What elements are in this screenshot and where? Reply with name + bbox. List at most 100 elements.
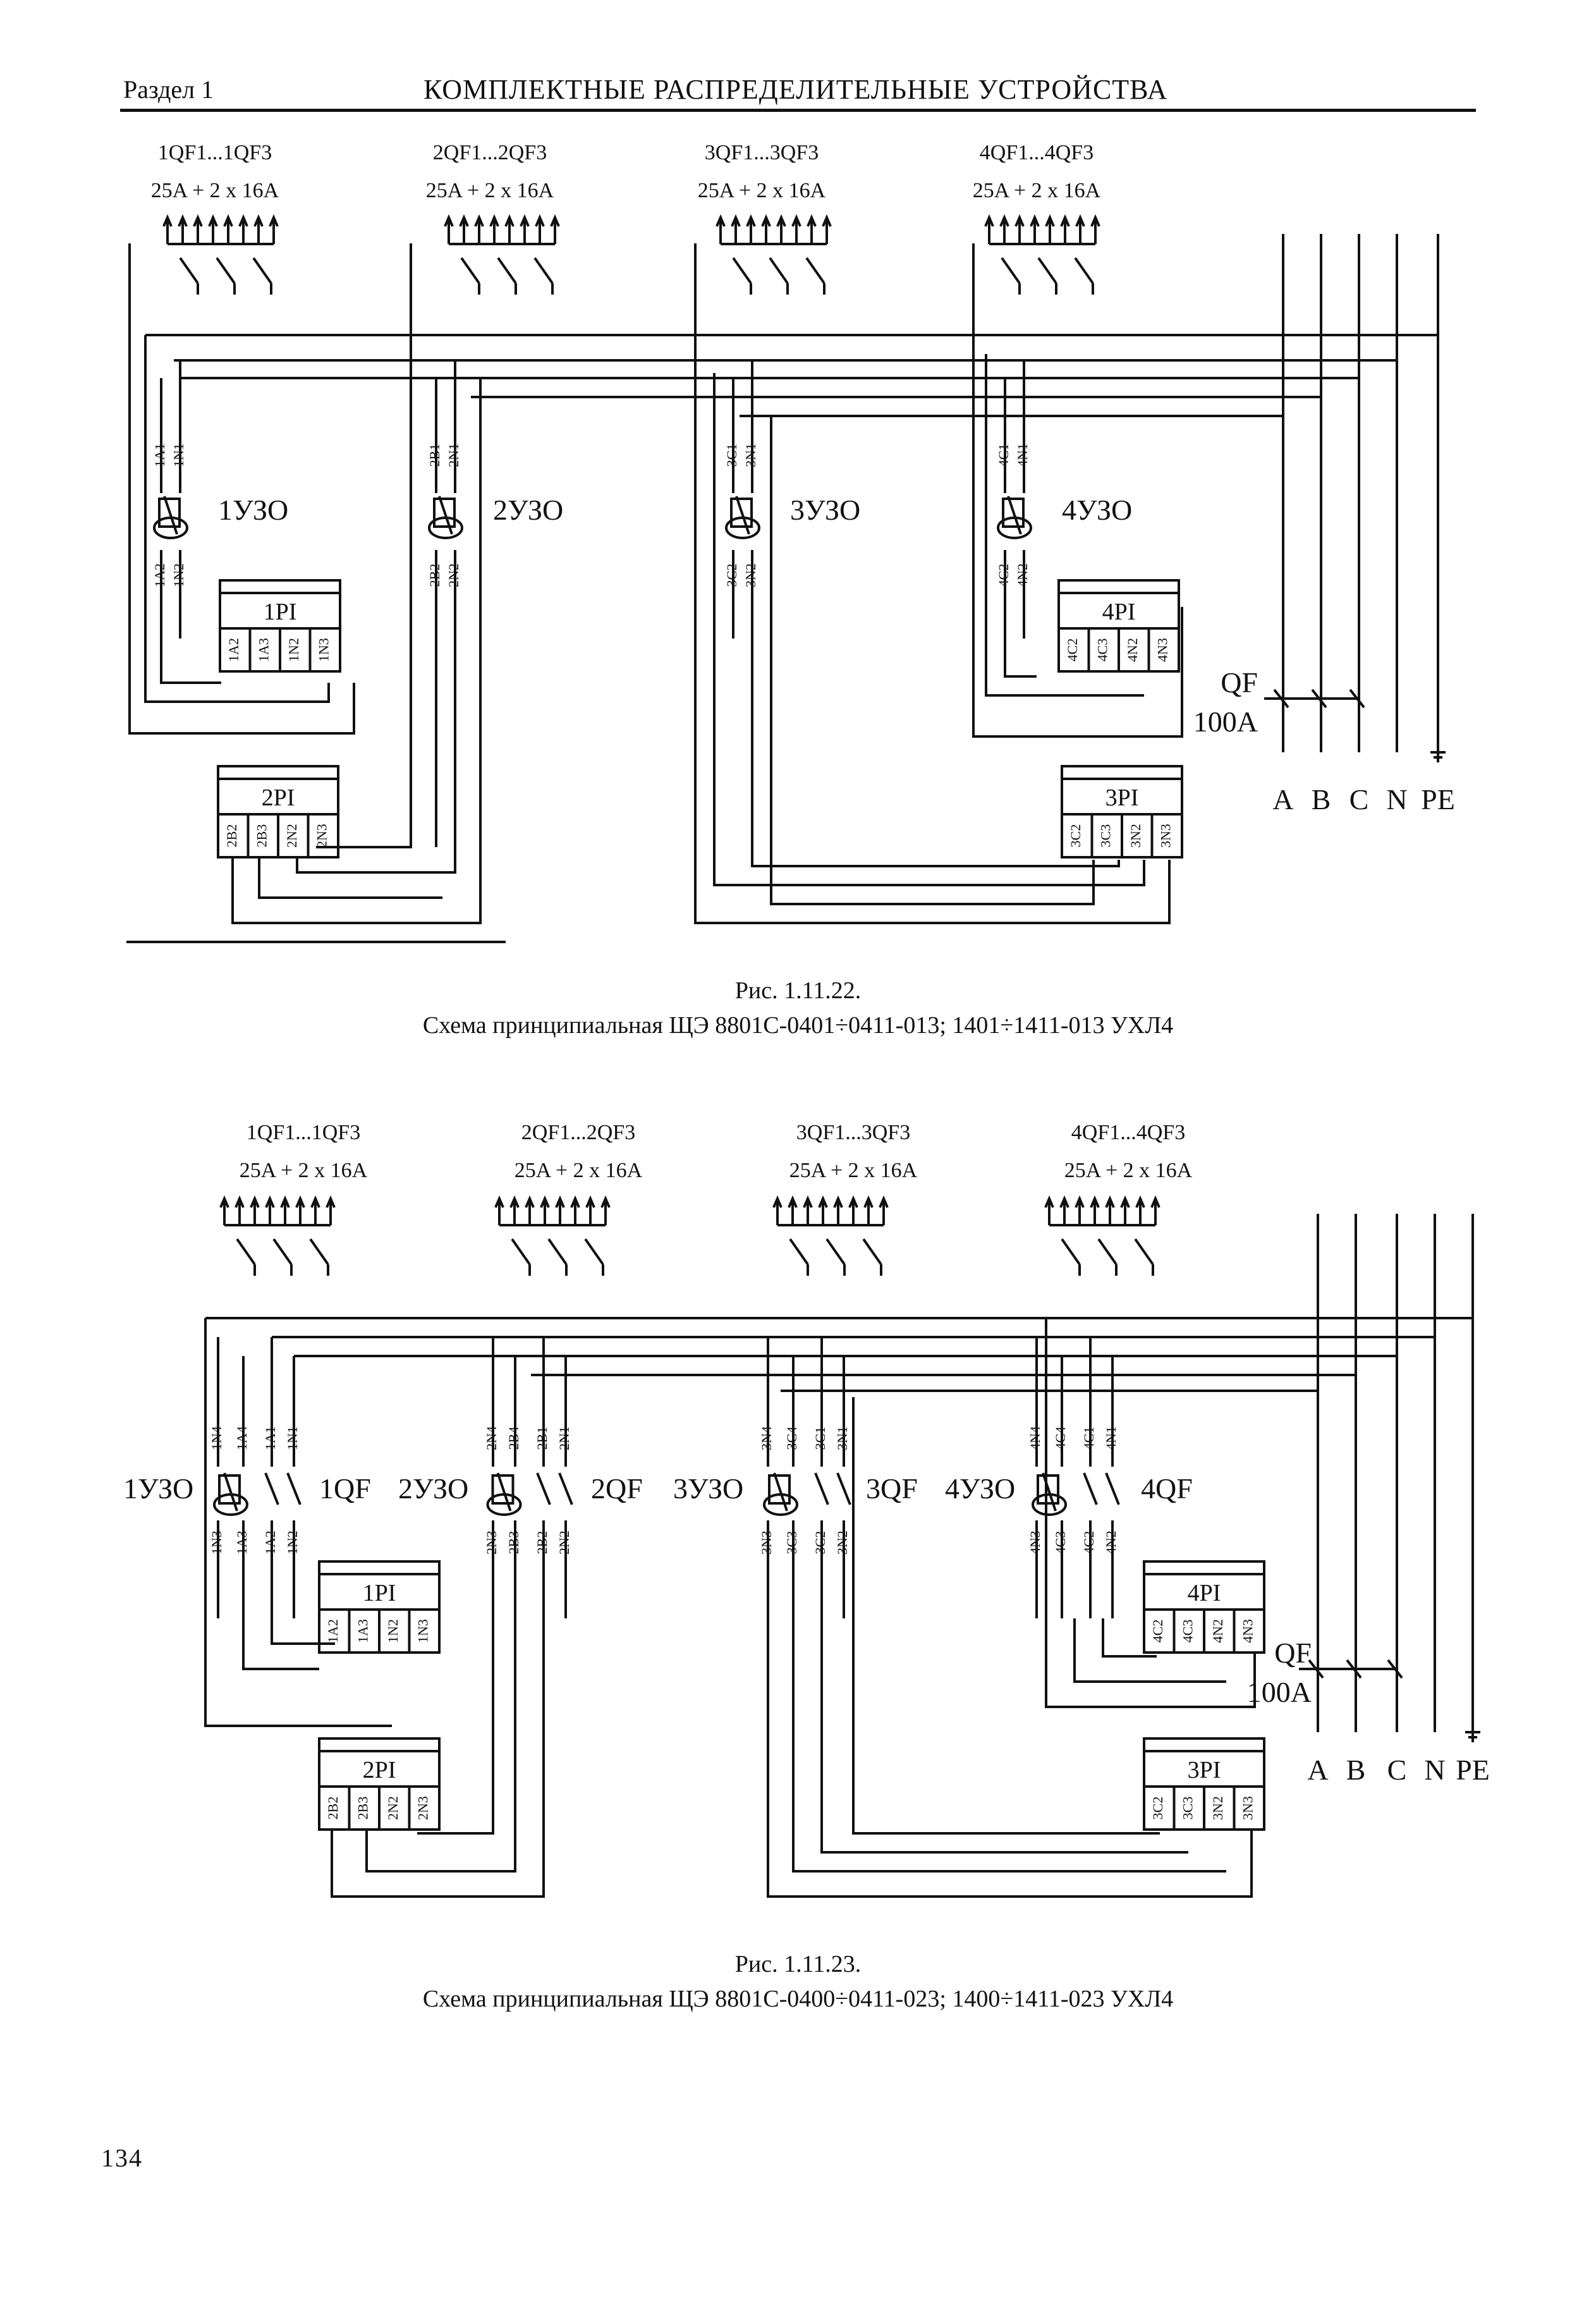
- arrow-up-icon: [1090, 214, 1100, 227]
- main-breaker-rating: 100A: [1193, 706, 1258, 738]
- wire-label: 2B1: [534, 1427, 550, 1450]
- wire-label: 4C3: [1052, 1531, 1068, 1555]
- arrow-up-icon: [776, 214, 786, 227]
- pi-top-strip: [318, 1560, 441, 1575]
- qf-contact: [836, 1472, 851, 1505]
- pi-label: 3PI: [1106, 785, 1139, 811]
- arrow-up-icon: [474, 214, 484, 227]
- rcd-contact: [496, 1472, 512, 1512]
- wire-label: 3C2: [724, 564, 740, 587]
- rcd-icon: [725, 496, 760, 539]
- rcd-body: [158, 498, 181, 528]
- pi-label: 2PI: [363, 1757, 396, 1783]
- rcd-icon: [428, 496, 463, 539]
- pi-terminal-label: 3N2: [1128, 824, 1143, 848]
- arrow-up-icon: [269, 214, 279, 227]
- wire-label: 3N1: [834, 1426, 850, 1450]
- wire-label: 1A2: [152, 563, 168, 587]
- pi-terminal-label: 2N3: [314, 824, 329, 848]
- rcd-label: 4УЗО: [1062, 494, 1132, 526]
- switch-contact: [511, 1238, 531, 1266]
- wire-label: 2N1: [556, 1426, 572, 1450]
- pi-terminal-label: 1A3: [355, 1619, 370, 1643]
- wire-label: 4C2: [996, 564, 1011, 587]
- pi-terminal-label: 4N3: [1154, 638, 1170, 662]
- rcd-icon: [763, 1472, 798, 1516]
- switch-contact: [789, 1238, 809, 1266]
- group-breakers-label: 2QF1...2QF3: [521, 1121, 635, 1144]
- breaker-group-3: [716, 214, 832, 295]
- wire-label: 1N2: [171, 563, 186, 587]
- qf-label: 3QF: [866, 1472, 918, 1505]
- loop-wire: [767, 1618, 1253, 1898]
- loop-wire: [985, 354, 1144, 697]
- arrow-up-icon: [540, 1195, 550, 1208]
- arrow-up-icon: [585, 1195, 595, 1208]
- arrow-up-icon: [1045, 214, 1055, 227]
- arrow-up-icon: [879, 1195, 889, 1208]
- pi-label: 2PI: [262, 785, 295, 811]
- wire-label: 4C1: [996, 444, 1011, 467]
- pi-label: 4PI: [1102, 599, 1136, 625]
- rcd-contact: [773, 1472, 788, 1512]
- wire-label: 2B2: [427, 564, 442, 587]
- pi-terminal-label: 1A2: [325, 1619, 341, 1643]
- wire-label: 4N1: [1014, 443, 1030, 467]
- rcd-label: 3УЗО: [673, 1472, 743, 1505]
- loop-wire: [820, 1618, 1188, 1854]
- wire-label: 3C1: [724, 444, 740, 467]
- arrow-up-icon: [1150, 1195, 1160, 1208]
- pi-terminal-label: 4C3: [1094, 639, 1110, 662]
- switch-contact: [272, 1238, 293, 1266]
- figure-2-caption-text: Схема принципиальная ЩЭ 8801С-0400÷0411-…: [422, 1986, 1174, 2012]
- loop-wire: [770, 417, 1095, 905]
- loop-wire: [160, 639, 221, 684]
- loop-wire: [852, 1397, 1160, 1835]
- qf-contact: [814, 1472, 829, 1505]
- arrow-up-icon: [761, 214, 771, 227]
- loop-wire: [365, 1618, 516, 1873]
- bus-label-n: N: [1424, 1754, 1445, 1786]
- loop-wire: [204, 1318, 392, 1727]
- wire-label: 1A2: [262, 1531, 278, 1555]
- group-breakers-label: 3QF1...3QF3: [796, 1121, 910, 1144]
- arrow-up-icon: [1030, 214, 1040, 227]
- bus-label-c: C: [1349, 783, 1369, 816]
- wire-label: 4N3: [1027, 1531, 1043, 1555]
- group-rating-label: 25A + 2 x 16A: [973, 179, 1101, 202]
- pi-terminal-label: 2N3: [415, 1796, 430, 1820]
- main-breaker-label: QF: [1274, 1637, 1312, 1669]
- pi-terminal: [307, 813, 339, 859]
- arrow-up-icon: [238, 214, 248, 227]
- group-rating-label: 25A + 2 x 16A: [151, 179, 279, 202]
- rcd-label: 2УЗО: [398, 1472, 468, 1505]
- group-rating-label: 25A + 2 x 16A: [240, 1159, 368, 1182]
- group-rating-label: 25A + 2 x 16A: [698, 179, 826, 202]
- wire-label: 4C1: [1081, 1427, 1097, 1450]
- rcd-label: 4УЗО: [945, 1472, 1015, 1505]
- figure-2-caption-number: Рис. 1.11.23.: [734, 1951, 862, 1977]
- switch-contact: [732, 257, 752, 284]
- wire-label: 1N2: [284, 1531, 300, 1555]
- pi-terminal-label: 1A3: [255, 638, 271, 662]
- switch-contact: [547, 1238, 568, 1266]
- loop-wire: [316, 243, 412, 848]
- switch-contact: [309, 1238, 329, 1266]
- breaker-group-3: [772, 1195, 889, 1276]
- arrow-up-icon: [444, 214, 454, 227]
- wire-label: 1N1: [171, 443, 186, 467]
- arrow-up-icon: [984, 214, 994, 227]
- pi-terminal-label: 3N2: [1210, 1796, 1226, 1820]
- switch-contact: [769, 257, 789, 284]
- pi-terminal: [1150, 813, 1183, 859]
- wire-label: 3C3: [784, 1531, 800, 1555]
- ground-icon: [1430, 751, 1446, 762]
- switch-contact: [460, 257, 480, 284]
